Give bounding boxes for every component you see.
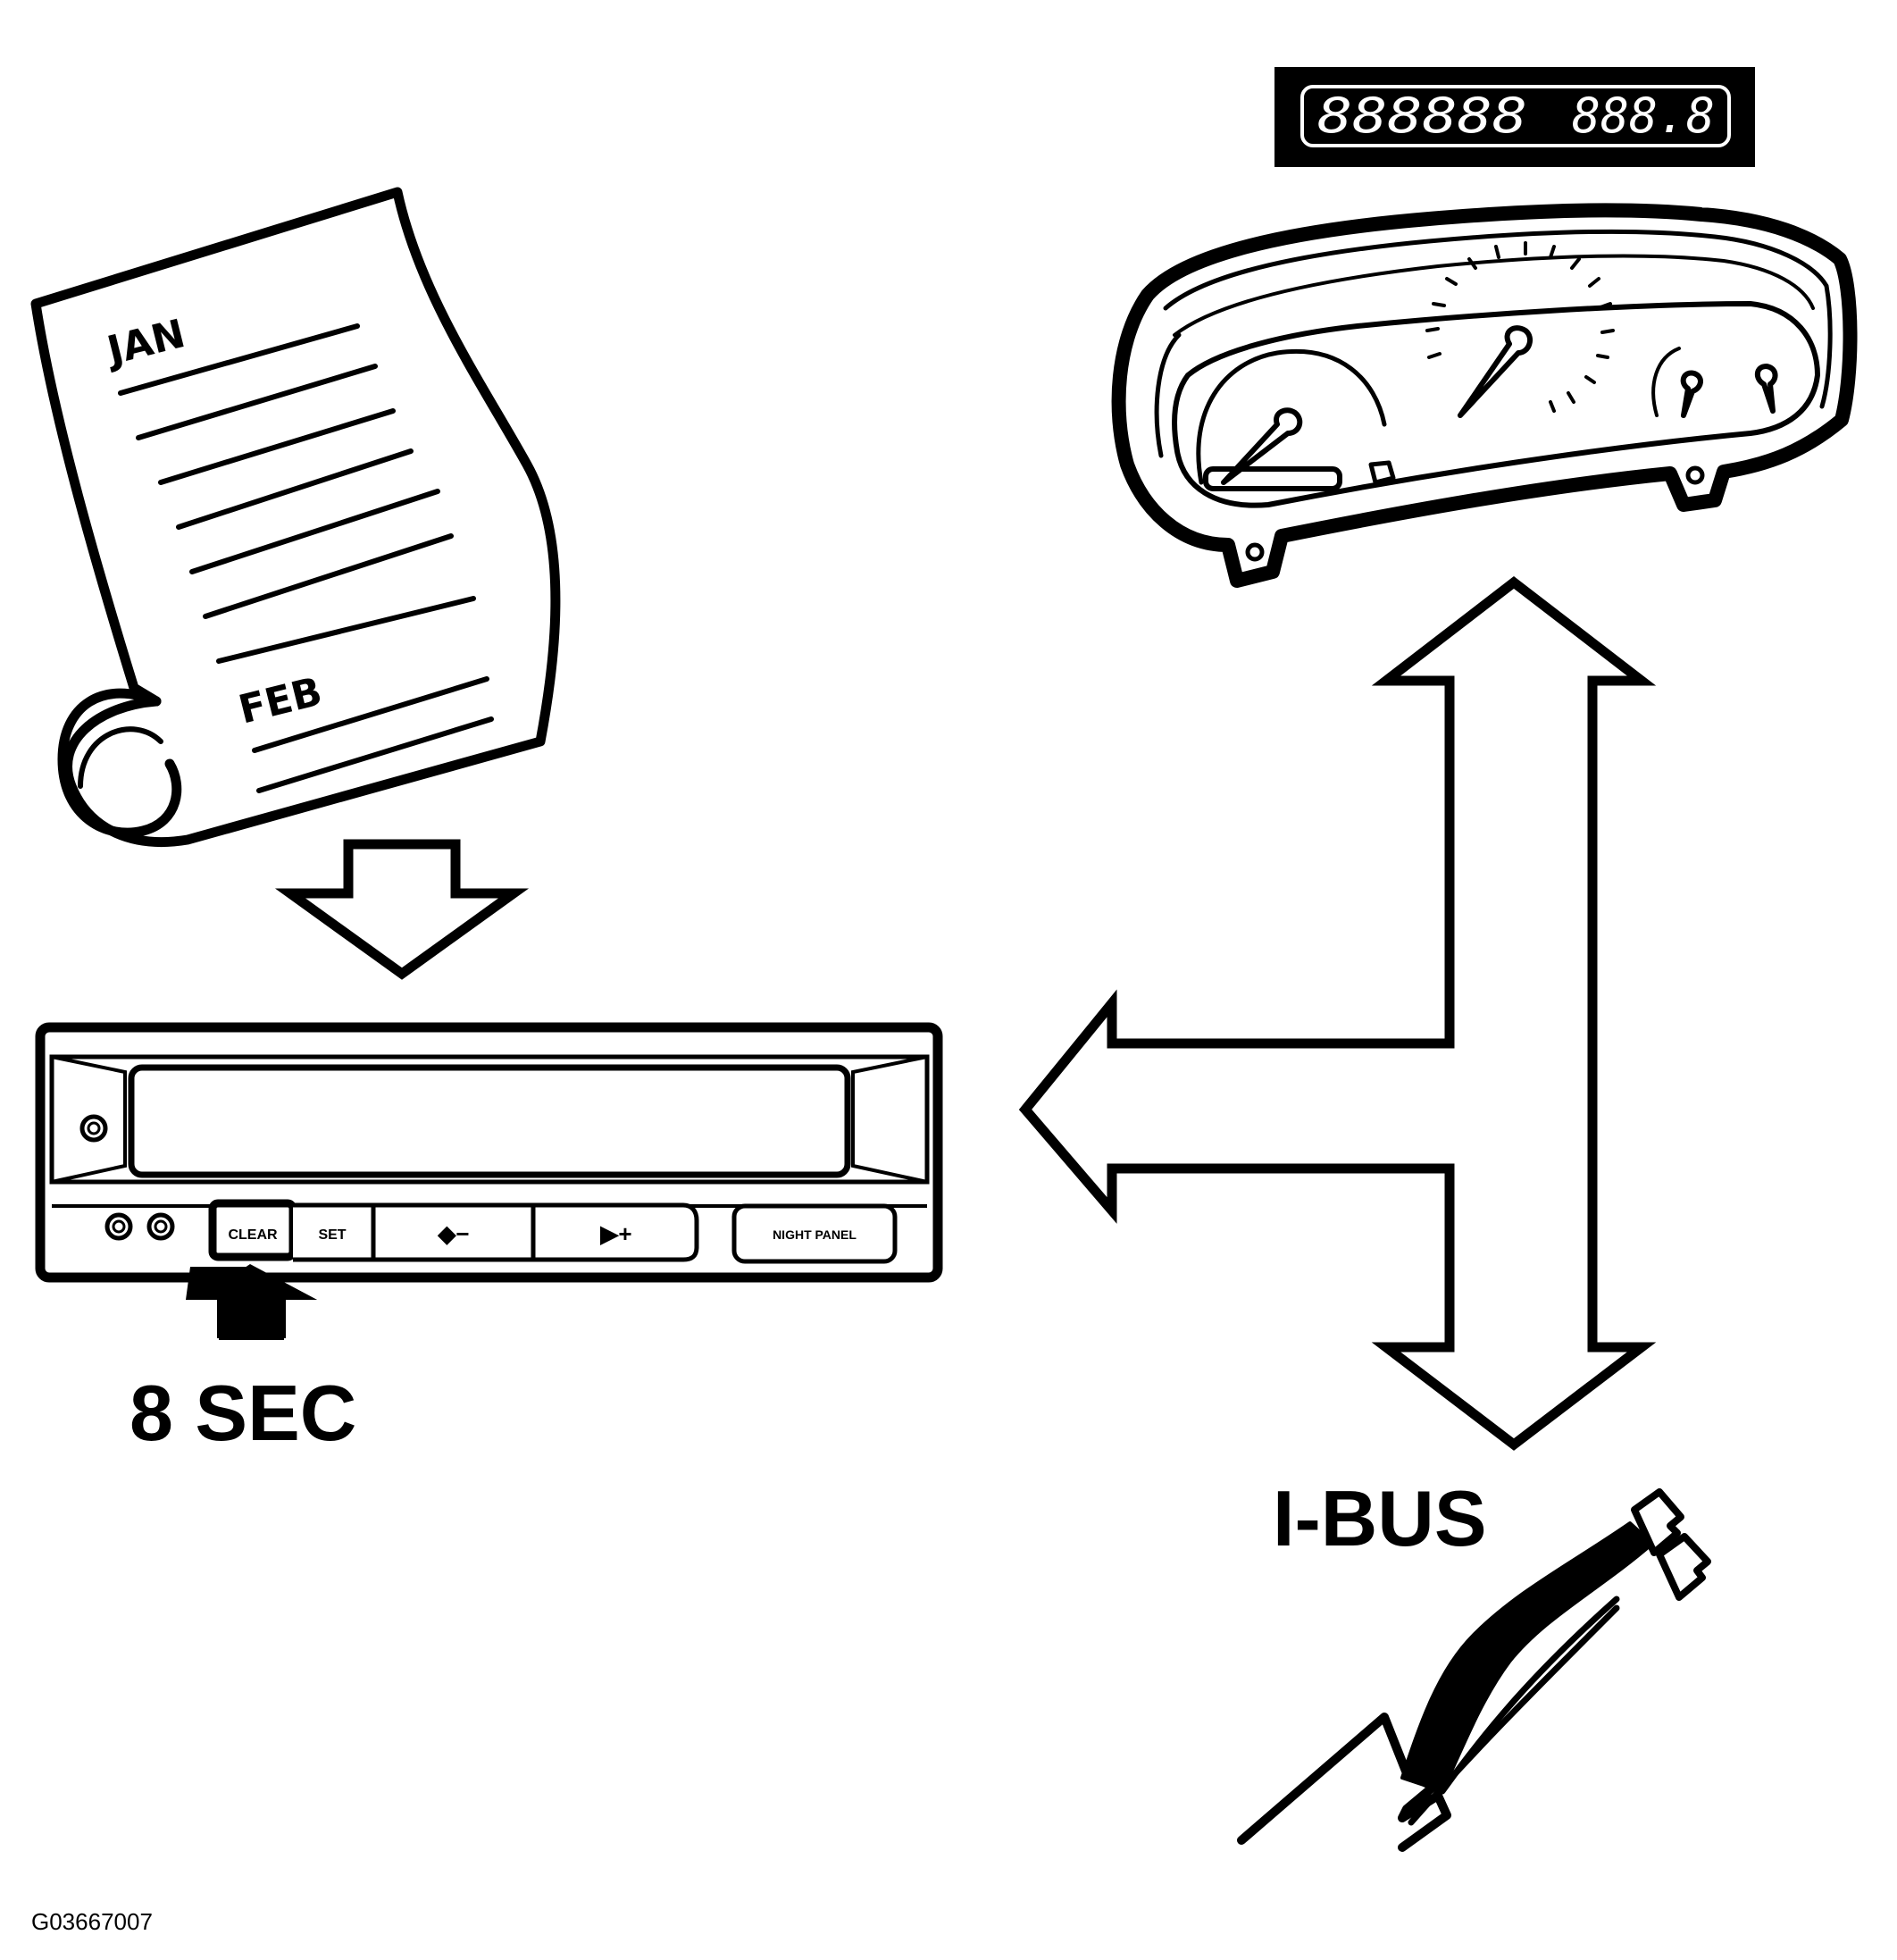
right-gauge-needle-2	[1754, 364, 1778, 414]
radio-button-strip: CLEAR SET ◆− ▶+ NIGHT PANEL	[208, 1199, 898, 1264]
clear-button-label: CLEAR	[228, 1227, 278, 1243]
bus-label: I-BUS	[1273, 1474, 1487, 1562]
radio-button-group	[293, 1202, 699, 1262]
calendar-page-outline	[30, 187, 561, 847]
right-gauge-arc-1	[1651, 347, 1681, 417]
connector-plug-lower	[1656, 1533, 1711, 1601]
cluster-outer-shell	[1111, 203, 1858, 588]
left-gauge-arc	[1196, 349, 1387, 485]
left-gauge-needle	[1221, 407, 1303, 485]
cluster-mount-hole-right	[1685, 465, 1705, 485]
plus-button-label: ▶+	[599, 1220, 631, 1247]
odometer-frame	[1300, 85, 1731, 147]
night-panel-button[interactable]	[731, 1203, 898, 1264]
instrument-cluster-illustration	[1111, 203, 1858, 588]
right-gauge-needle-1	[1680, 370, 1703, 418]
radio-display-window	[128, 1064, 851, 1178]
down-arrow-outline	[274, 839, 530, 980]
calendar-ruled-lines	[118, 323, 494, 793]
odometer-display: 888888 888.8	[1274, 67, 1755, 167]
duration-label: 8 SEC	[130, 1369, 356, 1457]
radio-knob-1	[104, 1212, 133, 1241]
connector-plug-upper	[1631, 1488, 1684, 1556]
speedometer-ticks	[1425, 241, 1615, 413]
calendar-scroll-illustration	[30, 187, 561, 847]
figure-id-label: G03667007	[31, 1908, 153, 1935]
radio-screw-left	[79, 1114, 108, 1143]
cluster-inner-face	[1172, 301, 1820, 508]
calendar-roll-curl	[57, 688, 182, 838]
radio-upper-bezel	[49, 1054, 930, 1185]
bus-connector-illustration	[1237, 1488, 1711, 1852]
radio-knob-2	[146, 1212, 175, 1241]
harness-base	[1237, 1713, 1451, 1852]
night-panel-button-label: NIGHT PANEL	[773, 1227, 857, 1242]
bidirectional-bus-arrow	[1018, 576, 1657, 1451]
minus-button-label: ◆−	[437, 1220, 469, 1247]
odometer-trip-digits: 888888	[1317, 88, 1527, 144]
harness-bundle	[1400, 1521, 1654, 1793]
odometer-background	[1274, 67, 1755, 167]
speedometer-needle	[1458, 325, 1533, 418]
odometer-total-digits: 888.8	[1572, 88, 1715, 144]
cluster-mount-hole-left	[1245, 542, 1265, 562]
set-button-label: SET	[318, 1227, 346, 1243]
left-gauge-bar	[1203, 466, 1342, 491]
press-arrow-head	[196, 1264, 317, 1340]
